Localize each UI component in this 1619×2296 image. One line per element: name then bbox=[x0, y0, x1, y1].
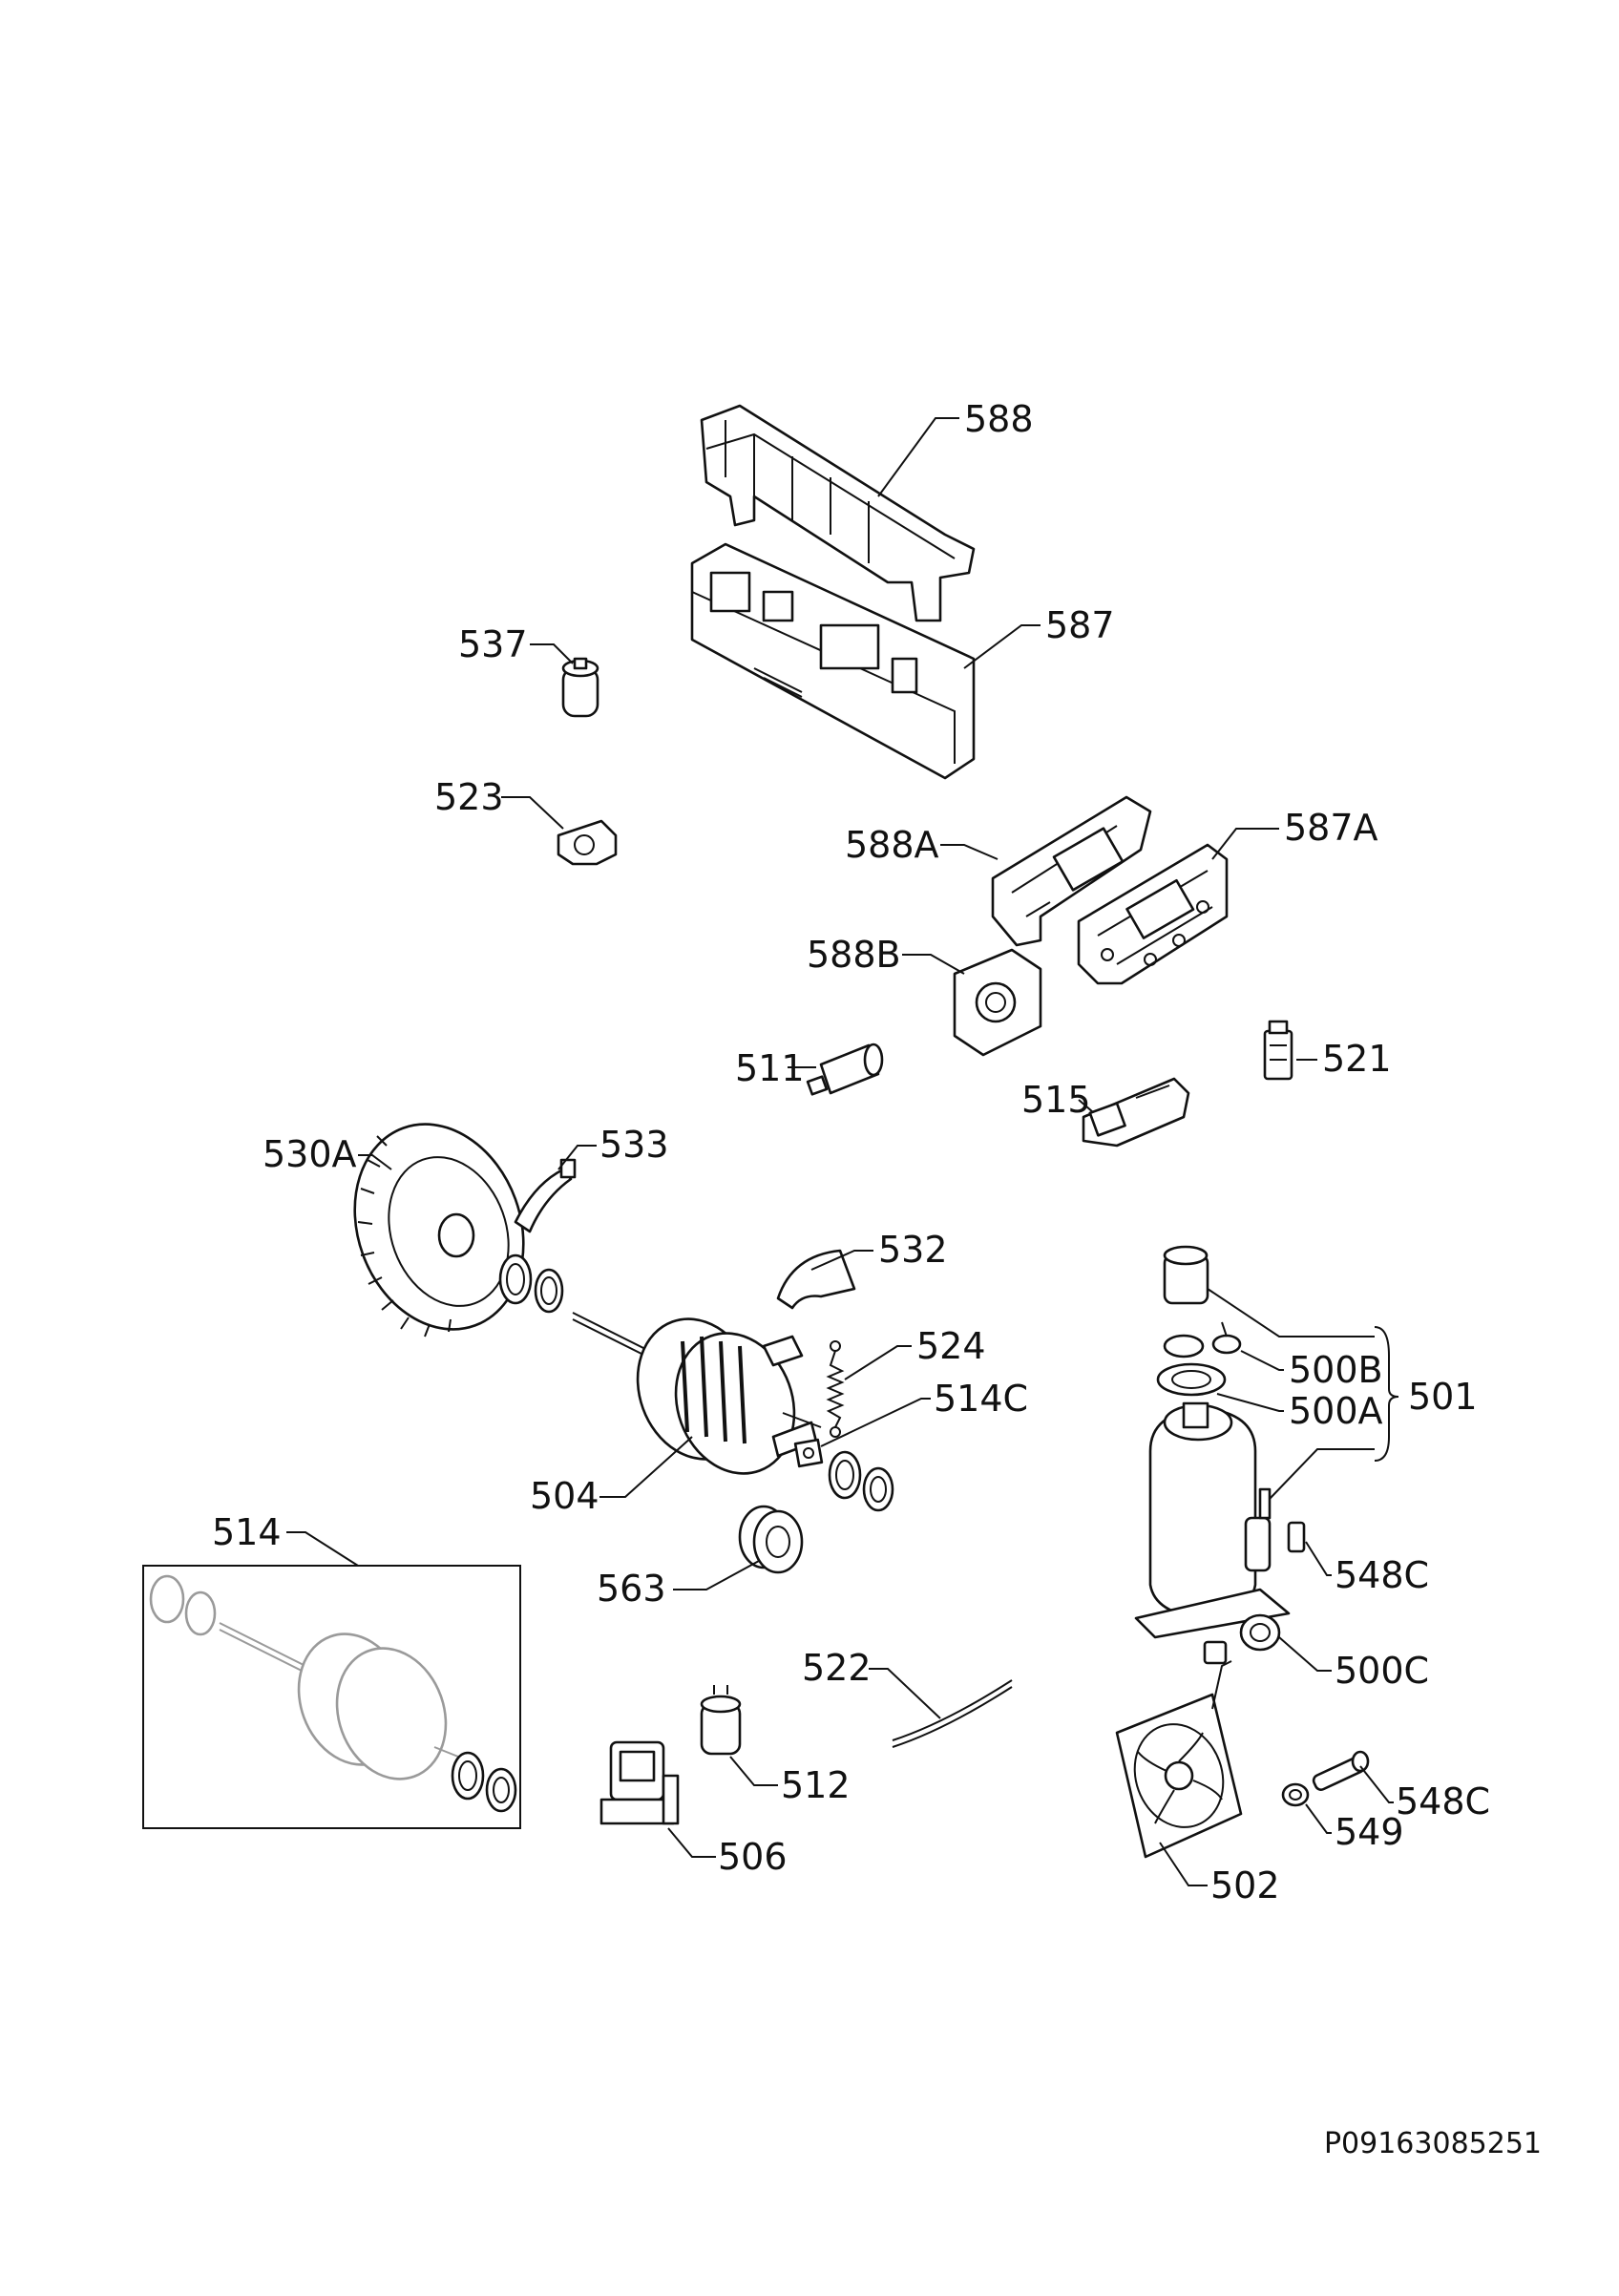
leader-563 bbox=[673, 1560, 760, 1590]
part-502-axial-fan bbox=[1115, 1640, 1243, 1859]
leader-587A bbox=[1211, 828, 1279, 860]
label-588: 588 bbox=[964, 398, 1034, 440]
part-515-door-lock bbox=[1082, 1077, 1190, 1148]
leader-514 bbox=[286, 1531, 359, 1567]
leader-523 bbox=[501, 796, 564, 830]
label-530A: 530A bbox=[263, 1133, 357, 1175]
label-548C-b: 548C bbox=[1396, 1780, 1490, 1822]
part-521-switch bbox=[1263, 1020, 1293, 1081]
label-587: 587 bbox=[1045, 604, 1115, 646]
part-524-spring bbox=[826, 1340, 845, 1438]
part-504-motor bbox=[572, 1312, 822, 1475]
leader-588B bbox=[902, 954, 965, 975]
leader-506 bbox=[667, 1827, 716, 1858]
label-563: 563 bbox=[597, 1568, 666, 1610]
part-588-cover bbox=[700, 404, 976, 622]
leader-587 bbox=[963, 624, 1041, 669]
part-563-pulley bbox=[738, 1505, 804, 1574]
leader-532 bbox=[810, 1250, 873, 1271]
part-514-motor-kit-box bbox=[142, 1565, 521, 1829]
leader-514C bbox=[820, 1398, 931, 1447]
part-511-capacitor bbox=[806, 1043, 884, 1096]
part-587A-display-board bbox=[1077, 843, 1229, 985]
leader-537 bbox=[530, 643, 574, 664]
leader-522 bbox=[869, 1668, 941, 1719]
label-500C: 500C bbox=[1335, 1650, 1429, 1692]
label-523: 523 bbox=[434, 776, 504, 818]
label-504: 504 bbox=[530, 1475, 599, 1517]
label-532: 532 bbox=[878, 1229, 948, 1271]
leader-504 bbox=[599, 1436, 693, 1498]
part-588A-frame bbox=[991, 795, 1152, 947]
label-514C: 514C bbox=[934, 1378, 1028, 1420]
leader-524 bbox=[844, 1345, 912, 1380]
part-bearing-rings-left bbox=[498, 1253, 564, 1314]
leader-502 bbox=[1159, 1842, 1208, 1886]
label-588A: 588A bbox=[845, 824, 939, 866]
label-533: 533 bbox=[599, 1124, 669, 1166]
label-501: 501 bbox=[1408, 1376, 1478, 1418]
part-530A-fan-wheel bbox=[353, 1123, 525, 1338]
part-506-pump bbox=[599, 1740, 680, 1825]
part-537-sensor bbox=[561, 657, 599, 718]
label-537: 537 bbox=[458, 623, 528, 665]
part-compressor bbox=[1134, 1401, 1291, 1639]
label-512: 512 bbox=[781, 1764, 851, 1806]
part-522-wire bbox=[892, 1679, 1013, 1748]
leader-588A bbox=[940, 844, 999, 860]
leaders-548C-549 bbox=[1305, 1765, 1394, 1834]
leader-533 bbox=[557, 1145, 597, 1170]
leader-588 bbox=[877, 417, 959, 497]
leader-512 bbox=[729, 1756, 778, 1786]
label-521: 521 bbox=[1322, 1038, 1392, 1080]
part-523-clip bbox=[557, 819, 618, 866]
label-500A: 500A bbox=[1289, 1390, 1383, 1432]
part-533-bracket bbox=[514, 1158, 577, 1233]
part-549-plug bbox=[1281, 1782, 1310, 1807]
label-502: 502 bbox=[1210, 1864, 1280, 1906]
part-532-cover-half bbox=[776, 1249, 856, 1310]
label-515: 515 bbox=[1021, 1079, 1091, 1121]
label-549: 549 bbox=[1335, 1811, 1404, 1853]
label-511: 511 bbox=[735, 1047, 805, 1089]
drawing-code: P09163085251 bbox=[1324, 2127, 1542, 2160]
leaders-compressor-group bbox=[1207, 1288, 1399, 1672]
label-506: 506 bbox=[718, 1836, 788, 1878]
part-548C-sensor-b bbox=[1312, 1750, 1370, 1791]
label-588B: 588B bbox=[807, 934, 901, 976]
label-587A: 587A bbox=[1284, 807, 1378, 849]
leader-530A bbox=[358, 1154, 392, 1170]
label-514: 514 bbox=[212, 1511, 282, 1553]
leader-515 bbox=[1078, 1099, 1094, 1113]
part-512-capacitor bbox=[700, 1685, 742, 1756]
label-548C-a: 548C bbox=[1335, 1554, 1429, 1596]
part-514C-washer bbox=[793, 1438, 894, 1512]
label-524: 524 bbox=[916, 1325, 986, 1367]
part-587-control-board bbox=[690, 542, 976, 780]
part-500C-grommet bbox=[1239, 1613, 1281, 1652]
part-500A-gasket bbox=[1156, 1334, 1227, 1397]
part-588B-knob-housing bbox=[953, 948, 1042, 1057]
part-500B-accumulator bbox=[1163, 1245, 1242, 1355]
label-500B: 500B bbox=[1289, 1349, 1383, 1391]
label-522: 522 bbox=[802, 1647, 872, 1689]
part-548C-sensor-a bbox=[1287, 1521, 1306, 1553]
